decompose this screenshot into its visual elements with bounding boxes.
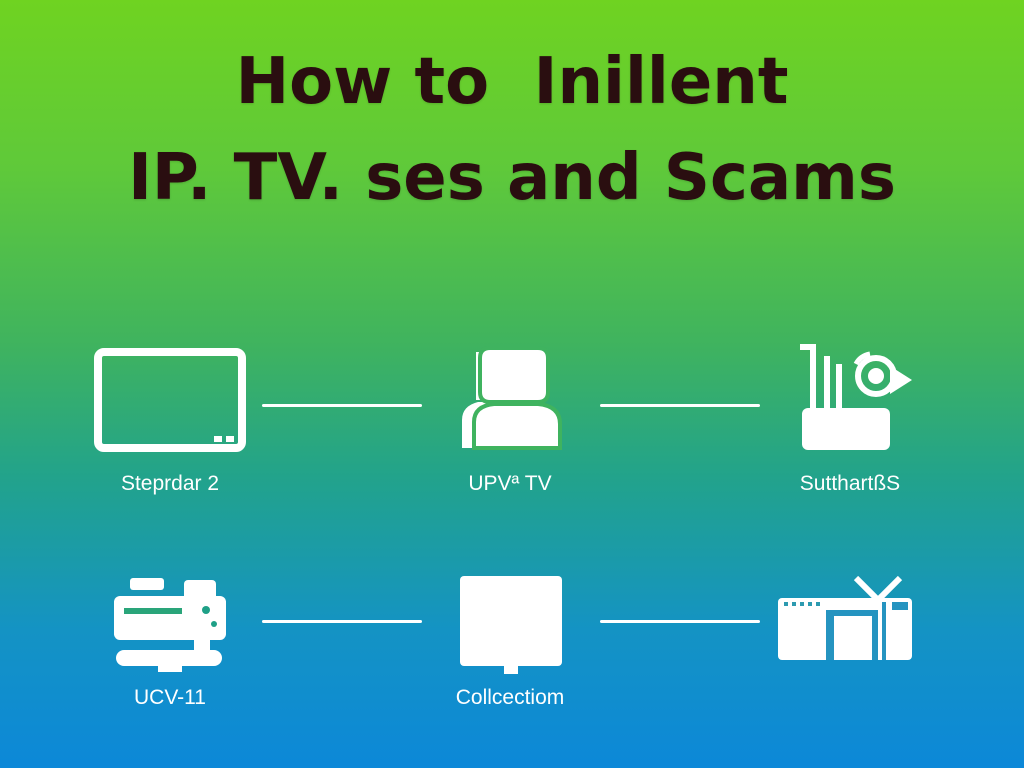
title-line-2: IP. TV. ses and Scams: [128, 141, 896, 215]
tv-monitor-icon: [94, 348, 246, 452]
connector-row1-a: [262, 404, 422, 407]
node-satellite-router: SutthartßS: [740, 340, 960, 510]
node-screen: Collcectiom: [400, 570, 620, 720]
node-label-steprdar: Steprdar 2: [120, 472, 220, 495]
node-tv-monitor: Steprdar 2: [60, 340, 280, 510]
node-label-collcectiom: Collcectiom: [455, 686, 565, 709]
users-icon: [462, 346, 562, 450]
node-label-upv-tv: UPVª TV: [468, 472, 552, 495]
node-label-sutthart: SutthartßS: [799, 472, 901, 495]
connector-row2-b: [600, 620, 760, 623]
node-label-ucv-11: UCV-11: [134, 686, 206, 709]
retro-tv-antenna-icon: [778, 576, 912, 660]
screen-icon: [460, 576, 562, 674]
connector-row2-a: [262, 620, 422, 623]
page-title: How to Inillent IP. TV. ses and Scams: [0, 34, 1024, 226]
connector-row1-b: [600, 404, 760, 407]
set-top-box-icon: [114, 578, 226, 672]
node-retro-tv: [740, 570, 960, 720]
satellite-router-icon: [800, 344, 912, 450]
title-line-1: How to Inillent: [235, 45, 789, 119]
node-users: UPVª TV: [400, 340, 620, 510]
node-set-top-box: UCV-11: [60, 570, 280, 720]
